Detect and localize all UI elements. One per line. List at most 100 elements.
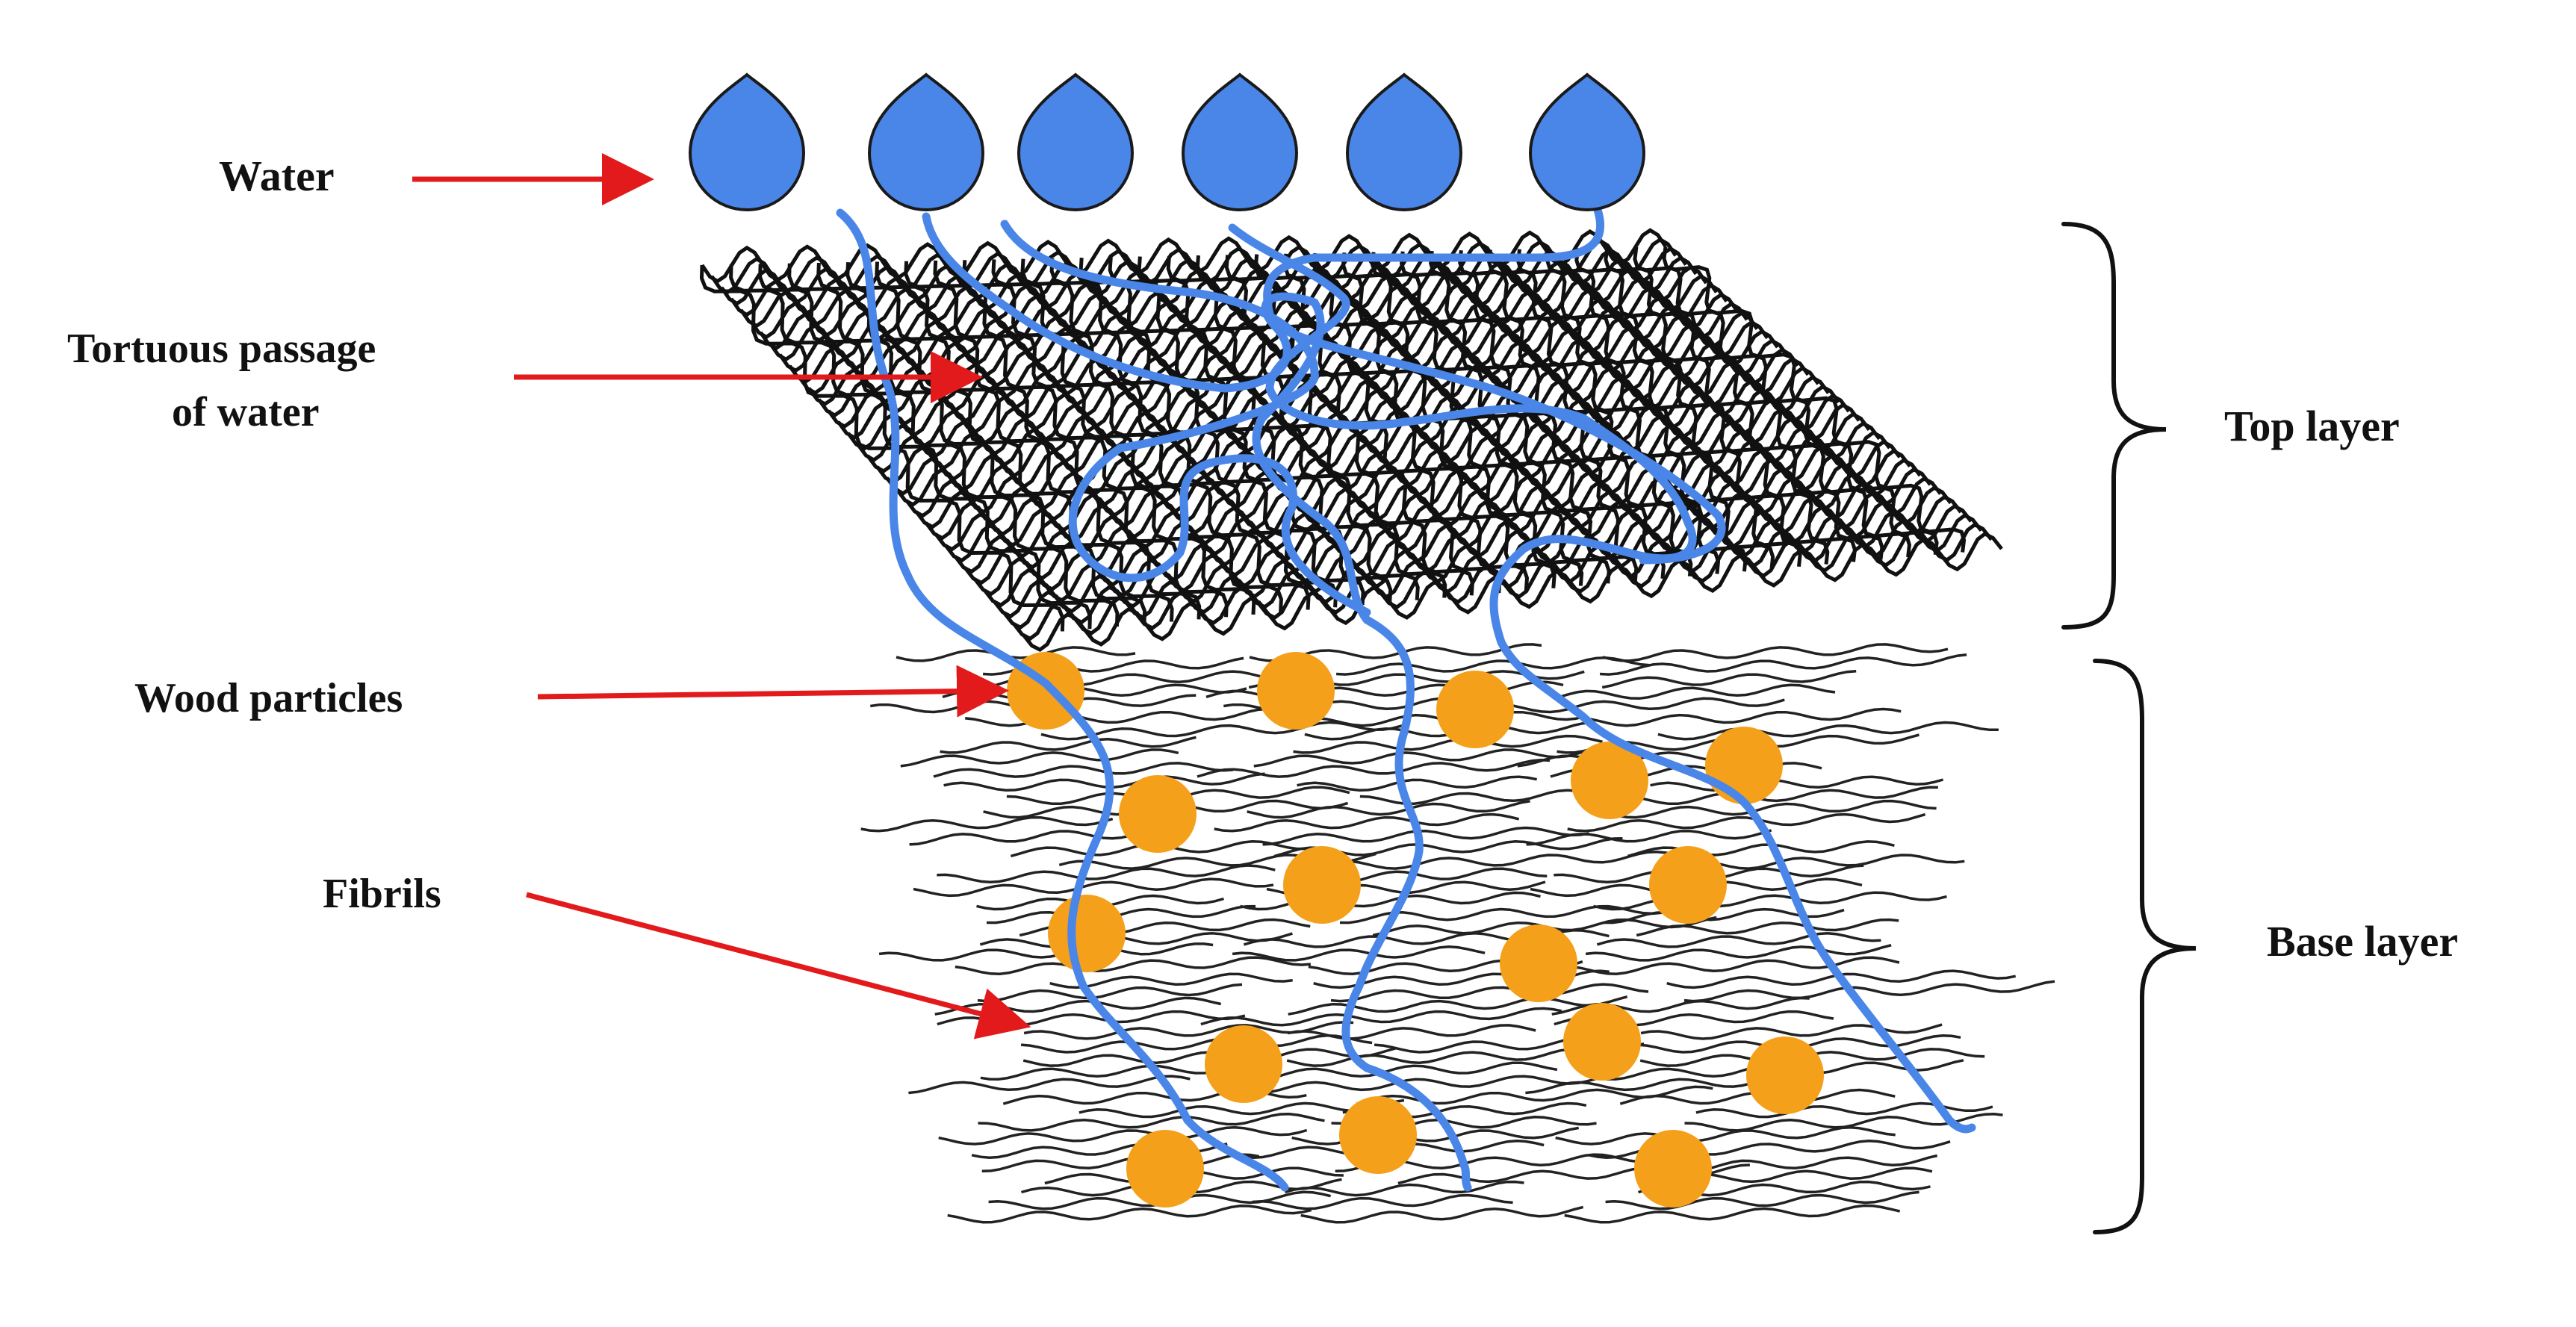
fibril-31	[943, 772, 1265, 792]
water-path-4	[1228, 223, 1976, 1134]
fibril-98	[1244, 1061, 1558, 1081]
fibril-48	[1627, 840, 1895, 858]
water-path-5	[1263, 197, 1726, 565]
water-label: Water	[219, 152, 335, 200]
fibril-28	[933, 762, 1234, 778]
wood-particle-7	[1283, 846, 1361, 924]
fibril-39	[1600, 799, 1937, 819]
fibril-61	[986, 904, 1256, 924]
mesh-strand-43	[778, 301, 1749, 373]
water-drop-6	[1528, 72, 1646, 211]
fibril-81	[1683, 980, 2055, 1003]
tortuous-passage-label-line1: Tortuous passage	[67, 326, 376, 372]
wood-particle-6	[1119, 775, 1197, 853]
fibril-55	[913, 877, 1274, 898]
fibril-33	[1650, 775, 1944, 792]
fibril-50	[1322, 850, 1693, 870]
fibril-12	[1559, 683, 1836, 700]
top-layer-brace	[2061, 222, 2167, 630]
fibril-95	[1286, 1048, 1579, 1067]
mesh-strand-34	[1662, 246, 1967, 553]
fibril-41	[1214, 812, 1520, 833]
water-path-1	[836, 208, 1289, 1192]
fibril-83	[1288, 995, 1628, 1016]
mesh-strand-23	[1341, 252, 1666, 579]
mesh-strand-5	[816, 262, 1174, 622]
wood-particle-16	[1634, 1130, 1712, 1208]
fibril-130	[947, 1205, 1312, 1224]
fibril-112	[938, 1125, 1308, 1146]
water-drop-1	[688, 72, 806, 211]
water-drop-2	[867, 72, 985, 211]
fibril-69	[1596, 932, 1881, 948]
fibril-114	[1555, 1125, 1896, 1146]
fibril-91	[1020, 1034, 1373, 1054]
wood-particle-9	[1048, 895, 1126, 972]
fibril-67	[979, 932, 1293, 948]
wood-particle-15	[1126, 1130, 1204, 1208]
water-drops-group	[688, 72, 1646, 211]
fibril-23	[1293, 734, 1603, 754]
fibril-80	[1330, 983, 1649, 1003]
mesh-strand-15	[1108, 257, 1447, 598]
top-layer-mesh	[699, 228, 2003, 653]
fibril-36	[1623, 786, 1938, 806]
fibril-38	[1247, 800, 1530, 819]
fibril-16	[964, 707, 1313, 727]
mesh-strand-36	[710, 237, 1677, 295]
base-layer-brace	[2093, 659, 2197, 1234]
fibril-70	[878, 942, 1214, 962]
fibril-29	[1197, 758, 1551, 778]
fibril-60	[1593, 891, 1947, 911]
mesh-strand-42	[769, 292, 1739, 362]
water-paths	[836, 197, 1976, 1192]
wood-particles-label: Wood particles	[134, 675, 403, 721]
fibril-6	[1600, 653, 1967, 676]
fibril-26	[1253, 748, 1586, 768]
water-drop-5	[1345, 72, 1463, 211]
fibril-44	[1262, 826, 1589, 846]
wood-particle-10	[1500, 924, 1577, 1002]
water-path-3	[1000, 220, 1371, 617]
wood-particle-8	[1649, 846, 1727, 924]
fibril-52	[937, 864, 1276, 884]
wood-particle-11	[1563, 1003, 1641, 1081]
tortuous-passage-label-line2: of water	[172, 389, 319, 435]
mesh-strand-40	[749, 274, 1719, 340]
fibril-1	[896, 646, 1136, 662]
water-drop-3	[1017, 72, 1135, 211]
fibril-129	[1605, 1190, 1919, 1211]
fibril-132	[1564, 1204, 1901, 1224]
fibril-66	[1636, 918, 1899, 937]
fibril-109	[978, 1112, 1325, 1132]
mesh-strand-31	[1574, 248, 1884, 560]
mesh-strand-68	[1022, 531, 2003, 653]
mesh-strand-37	[720, 246, 1688, 306]
fibril-19	[1040, 721, 1411, 741]
fibril-86	[1200, 1007, 1562, 1027]
fibril-72	[1585, 944, 1892, 962]
fibril-128	[1252, 1193, 1513, 1211]
mesh-strand-1	[699, 264, 1065, 632]
water-path-2	[922, 212, 1472, 1192]
mesh-strand-3	[758, 264, 1120, 627]
fibril-131	[1300, 1205, 1584, 1224]
fibril-42	[1567, 812, 1926, 833]
fibril-75	[1571, 956, 1900, 975]
fibrils-arrow	[526, 892, 1031, 1039]
mesh-strand-38	[730, 255, 1698, 317]
wood-particles-group	[1007, 652, 1824, 1208]
fibril-51	[1675, 854, 1965, 870]
fibril-40	[860, 815, 1114, 833]
wood-particle-4	[1705, 727, 1783, 804]
fibril-9	[1601, 670, 1857, 689]
fibril-76	[1049, 972, 1293, 989]
fibril-90	[1640, 1023, 1943, 1040]
fibril-73	[955, 956, 1312, 975]
labels: Water Tortuous passage of water Wood par…	[67, 152, 2458, 966]
water-drop-4	[1181, 72, 1299, 211]
fibril-125	[1285, 1180, 1524, 1197]
fibril-102	[1525, 1075, 1779, 1095]
